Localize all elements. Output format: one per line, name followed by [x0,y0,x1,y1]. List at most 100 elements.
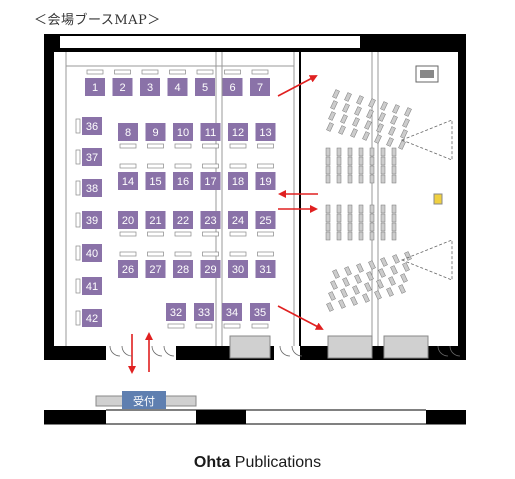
seat [354,274,362,284]
booth-table [257,251,274,257]
booth-6[interactable]: 6 [222,69,243,96]
booth-38[interactable]: 38 [75,179,102,197]
lower-wall-left [44,410,106,424]
booth-23[interactable]: 23 [200,211,221,237]
seat [391,147,397,157]
booth-16[interactable]: 16 [173,163,193,190]
booth-5[interactable]: 5 [195,69,215,96]
booth-33[interactable]: 33 [194,303,214,329]
seat [391,174,397,184]
seat [325,147,331,157]
booth-box [255,123,276,141]
booth-15[interactable]: 15 [145,163,166,190]
seat [340,114,348,124]
booth-32[interactable]: 32 [166,303,186,329]
booth-box [173,211,193,229]
booth-37[interactable]: 37 [75,148,102,166]
booth-8[interactable]: 8 [118,123,138,149]
booth-number: 42 [86,313,98,325]
booth-26[interactable]: 26 [118,251,138,278]
booth-40[interactable]: 40 [75,244,102,262]
booth-table [147,251,164,257]
sign-post [433,193,443,205]
booth-number: 29 [204,264,216,276]
booth-25[interactable]: 25 [255,211,276,237]
booth-number: 5 [202,82,208,94]
reception-desk[interactable]: 受付 [95,391,197,409]
room-partitions [65,52,379,346]
seat [347,156,353,166]
seat [369,213,375,223]
booth-28[interactable]: 28 [173,251,193,278]
reception-box[interactable] [122,391,166,409]
arrow-to-bottom-right [277,305,324,330]
seat [391,222,397,232]
seat [380,231,386,241]
booth-table [202,231,219,237]
seat [391,165,397,175]
seat [352,117,360,127]
booth-7[interactable]: 7 [250,69,270,96]
seat [369,222,375,232]
booth-41[interactable]: 41 [75,277,102,295]
booth-24[interactable]: 24 [228,211,248,237]
booth-1[interactable]: 1 [85,69,105,96]
booth-31[interactable]: 31 [255,251,276,278]
publisher-name-bold: Ohta [193,454,231,471]
booth-10[interactable]: 10 [173,123,193,149]
booth-11[interactable]: 11 [200,123,221,149]
booth-12[interactable]: 12 [228,123,248,149]
booth-number: 13 [259,127,271,139]
seat [368,260,376,270]
booth-box [173,172,193,190]
seat [364,282,372,292]
seat [402,262,410,272]
seat [380,222,386,232]
seat [380,156,386,166]
booth-number: 7 [257,82,263,94]
booth-number: 15 [149,176,161,188]
map-title: ＜会場ブースMAP＞ [34,13,161,28]
booth-3[interactable]: 3 [140,69,160,96]
booth-number: 40 [86,248,98,260]
booth-39[interactable]: 39 [75,211,102,229]
seat [378,268,386,278]
booth-box [118,260,138,278]
booth-box [228,211,248,229]
seat [376,123,384,133]
booth-13[interactable]: 13 [255,123,276,149]
booth-21[interactable]: 21 [145,211,166,237]
booth-9[interactable]: 9 [145,123,166,149]
booth-2[interactable]: 2 [112,69,133,96]
seat [336,213,342,223]
booth-19[interactable]: 19 [255,163,276,190]
booth-22[interactable]: 22 [173,211,193,237]
seat [350,296,358,306]
booth-36[interactable]: 36 [75,117,102,135]
booth-29[interactable]: 29 [200,251,221,278]
booth-35[interactable]: 35 [250,303,270,329]
booth-4[interactable]: 4 [167,69,188,96]
seat [344,92,352,102]
booth-27[interactable]: 27 [145,251,166,278]
booth-18[interactable]: 18 [228,163,248,190]
booth-17[interactable]: 17 [200,163,221,190]
booth-number: 39 [86,215,98,227]
booth-42[interactable]: 42 [75,309,102,327]
seat [400,273,408,283]
seat [338,299,346,309]
left-wall [44,34,54,360]
seat [390,115,398,125]
reception-label: 受付 [133,395,155,408]
booth-table [251,323,269,329]
seat [369,156,375,166]
booth-14[interactable]: 14 [118,163,138,190]
booth-20[interactable]: 20 [118,211,138,237]
booth-30[interactable]: 30 [228,251,248,278]
seat [325,231,331,241]
booth-table [251,69,269,75]
seat [358,147,364,157]
booth-table [119,163,137,169]
flow-arrows [128,75,324,374]
booth-34[interactable]: 34 [222,303,242,329]
